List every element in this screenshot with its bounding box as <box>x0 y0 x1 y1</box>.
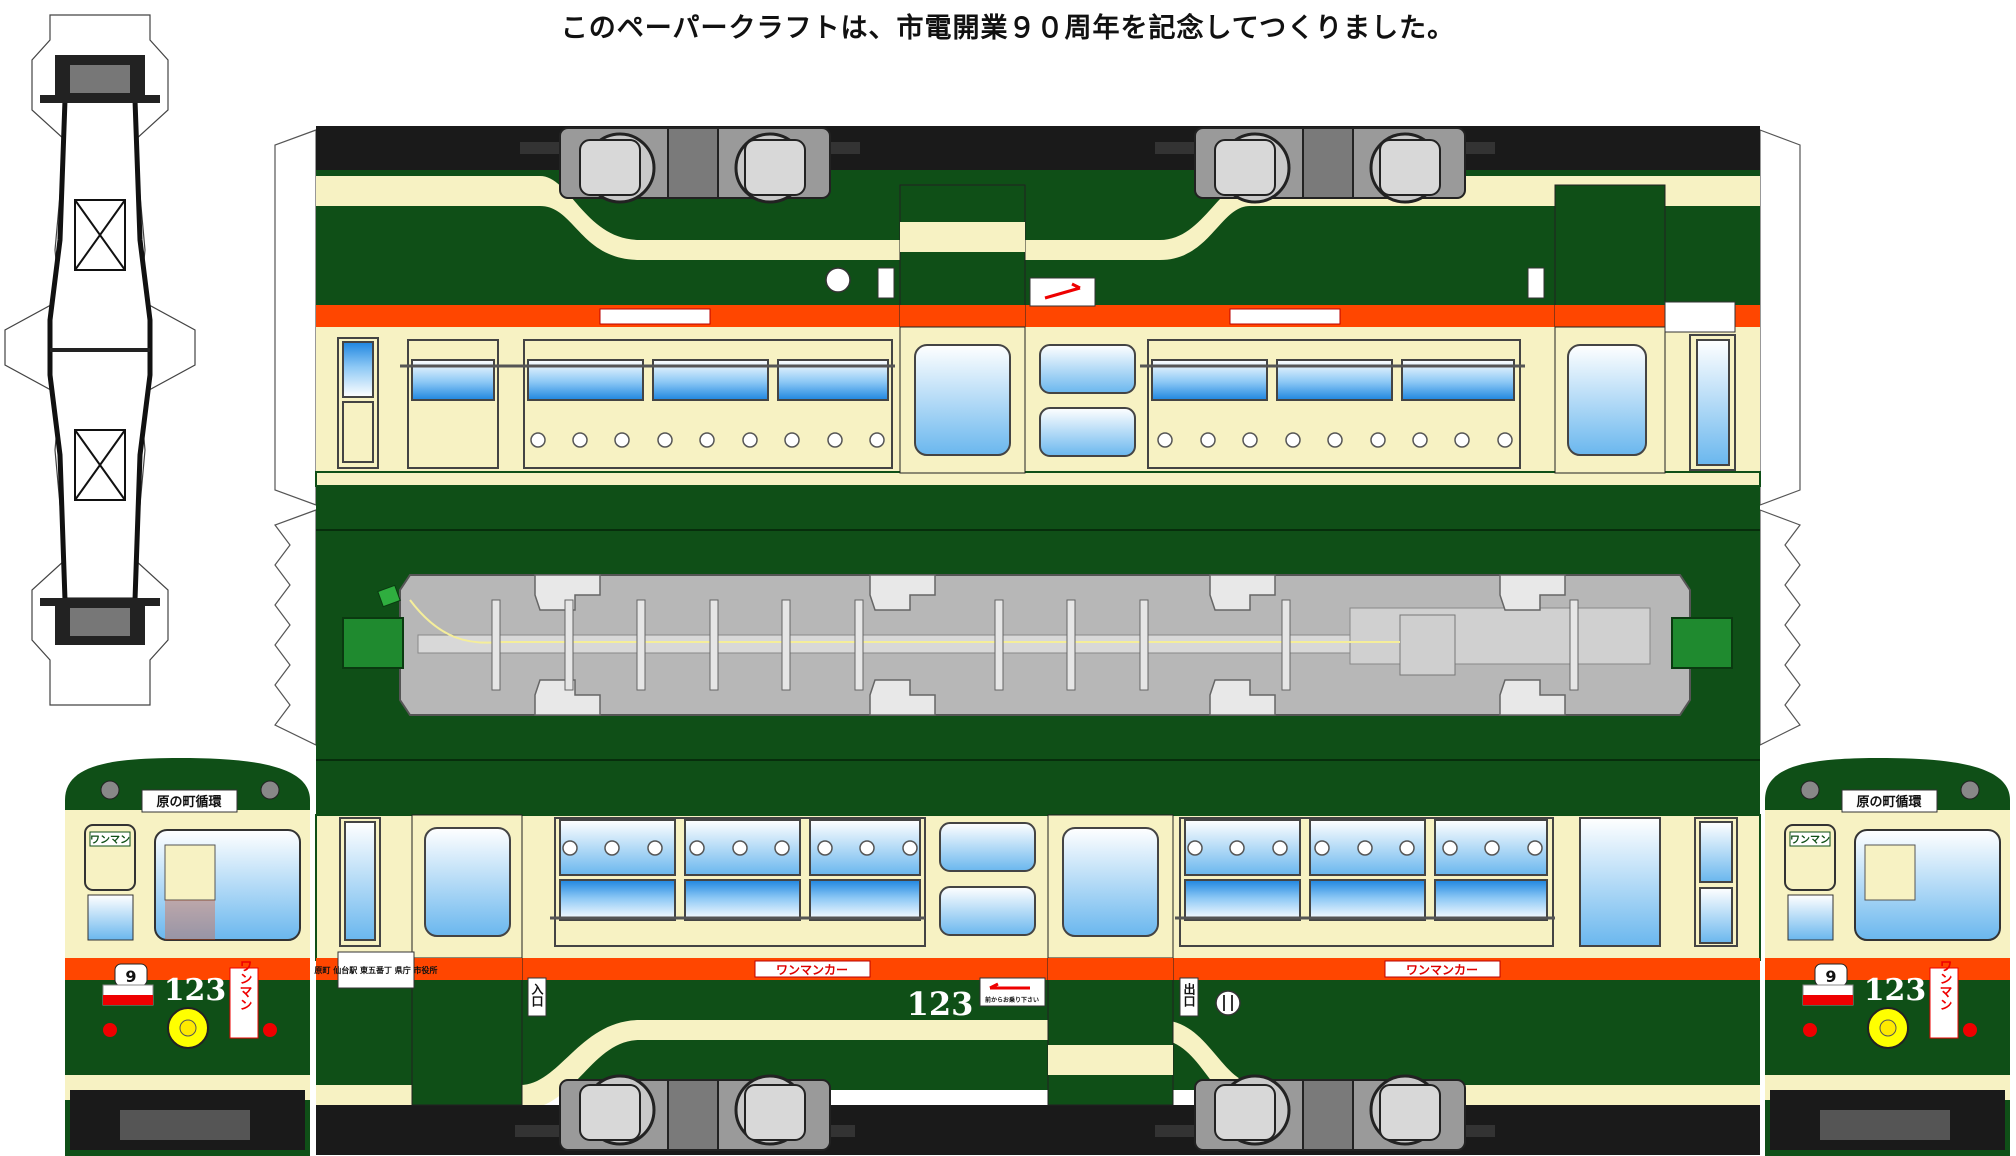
one-man-sign-left: ワンマン <box>90 834 130 846</box>
exit-label: 出口 <box>1182 982 1196 1008</box>
one-man-sign-right: ワンマン <box>1790 834 1830 846</box>
destination-sign-right: 原の町循環 <box>1856 794 1922 810</box>
front-face-right: ワンマン 原の町循環 9 123 ワンマン <box>1765 758 2010 1156</box>
front-face-left: ワンマン 原の町循環 9 123 ワンマン <box>65 758 310 1156</box>
glue-tabs <box>274 129 1801 746</box>
upper-bogie-left <box>520 127 860 204</box>
roof-panel <box>4 14 196 706</box>
lower-bogie-right <box>1155 1074 1495 1151</box>
car-number-front-right: 123 <box>1864 973 1927 1008</box>
lower-bogie-left <box>515 1074 855 1151</box>
route-number-right: 9 <box>1825 967 1836 986</box>
route-number-left: 9 <box>125 967 136 986</box>
one-man-car-label-right: ワンマンカー <box>1406 963 1478 977</box>
one-man-vertical-left: ワンマン <box>237 959 252 1011</box>
page-title: このペーパークラフトは、市電開業９０周年を記念してつくりました。 <box>560 13 1456 44</box>
destination-sign-left: 原の町循環 <box>156 794 222 810</box>
upper-bogie-right <box>1155 127 1495 204</box>
one-man-vertical-right: ワンマン <box>1937 959 1952 1011</box>
no-boarding-label: 前からお乗り下さい <box>985 996 1039 1004</box>
car-number-side: 123 <box>907 985 974 1023</box>
car-number-front-left: 123 <box>164 973 227 1008</box>
upper-side-panel <box>315 126 1761 500</box>
lower-side-panel: 原町 仙台駅 東五番丁 県庁 市役所 ワンマンカー ワンマンカー 前からお乗り下… <box>314 805 1761 1155</box>
one-man-car-label-left: ワンマンカー <box>776 963 848 977</box>
underfloor-panel <box>316 500 1760 805</box>
entrance-label: 入口 <box>530 983 544 1008</box>
logo-icon <box>1215 990 1241 1016</box>
stops-label: 原町 仙台駅 東五番丁 県庁 市役所 <box>314 965 437 975</box>
